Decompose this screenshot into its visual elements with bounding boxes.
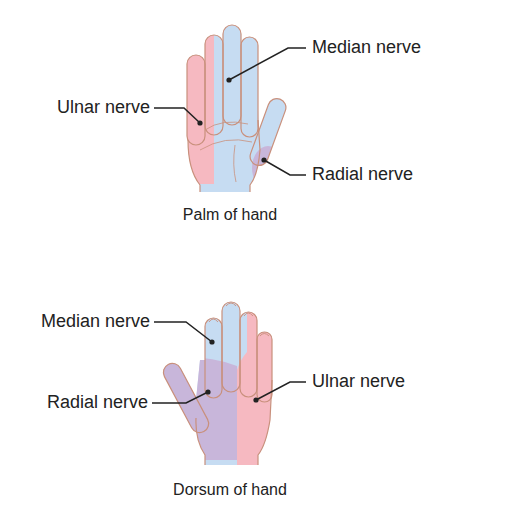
leader-line <box>152 392 208 403</box>
nerve-label: Radial nerve <box>312 165 413 185</box>
wrist-region <box>195 184 255 194</box>
nerve-label: Ulnar nerve <box>312 372 405 392</box>
median-region <box>150 0 350 220</box>
palm-regions <box>150 0 350 220</box>
view-caption: Dorsum of hand <box>173 481 287 499</box>
leader-line <box>229 48 306 80</box>
leader-dots <box>197 77 266 402</box>
palm-outline <box>187 25 288 192</box>
nerve-label: Radial nerve <box>47 393 148 413</box>
leader-line <box>154 108 200 123</box>
nerve-label: Median nerve <box>41 312 150 332</box>
leader-line <box>264 160 306 175</box>
leader-dot <box>226 77 231 82</box>
view-caption: Palm of hand <box>183 206 277 224</box>
leader-dot <box>253 397 258 402</box>
nerve-label: Ulnar nerve <box>57 98 150 118</box>
leader-line <box>154 322 212 342</box>
leader-dot <box>261 157 266 162</box>
leader-line <box>256 382 306 400</box>
leader-dot <box>205 389 210 394</box>
dorsum-outline <box>160 302 272 465</box>
radial-region <box>150 357 237 470</box>
nerve-label: Median nerve <box>312 38 421 58</box>
leader-dot <box>197 120 202 125</box>
leader-lines <box>152 48 306 403</box>
leader-dot <box>209 339 214 344</box>
ulnar-region <box>237 290 320 470</box>
